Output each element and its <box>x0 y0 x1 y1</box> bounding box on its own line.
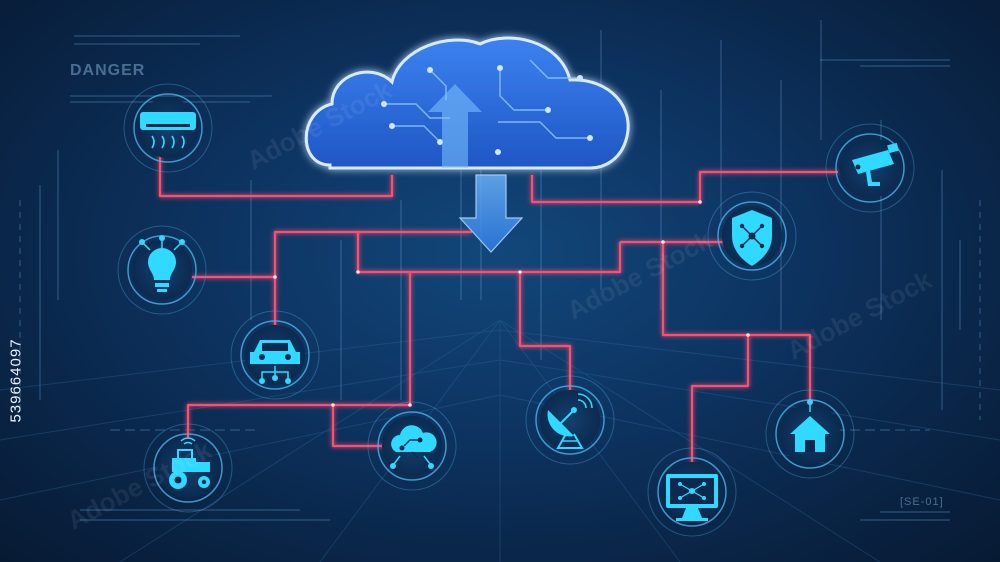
data-rain <box>250 20 882 400</box>
stock-id: 539664097 <box>7 338 25 423</box>
smart-tractor-icon <box>169 437 210 489</box>
connected-car-icon <box>250 340 300 384</box>
hud-frame <box>19 35 981 521</box>
air-conditioner-icon <box>140 112 196 149</box>
floor-grid <box>0 319 1000 562</box>
security-shield-icon <box>732 210 772 266</box>
connection-sparks <box>273 200 750 407</box>
smart-bulb-icon <box>139 235 185 292</box>
download-arrow <box>458 174 524 253</box>
smart-home-icon <box>790 399 830 452</box>
upload-arrow <box>428 84 482 168</box>
serial-label: [SE-01] <box>900 496 944 508</box>
security-camera-icon <box>852 142 899 186</box>
cloud-network-icon <box>390 425 437 469</box>
computer-monitor-icon <box>666 474 718 521</box>
cloud-circuit-nodes <box>381 65 593 155</box>
satellite-dish-icon <box>547 393 593 449</box>
danger-label: DANGER <box>70 62 146 79</box>
